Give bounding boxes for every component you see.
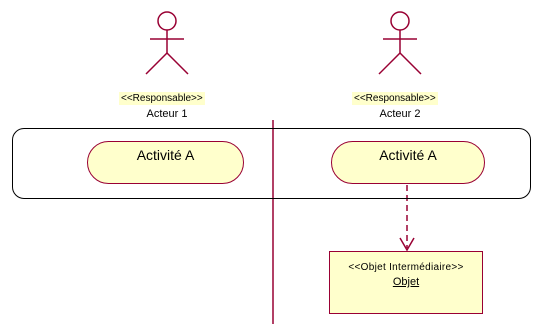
activity-band[interactable]	[12, 128, 531, 199]
actor-2-stereotype: <<Responsable>>	[352, 92, 438, 105]
actor-1-figure[interactable]	[145, 11, 189, 75]
actor-1-name: Acteur 1	[146, 108, 188, 120]
intermediate-object[interactable]: <<Objet Intermédiaire>> Objet	[329, 251, 483, 314]
activity-2[interactable]: Activité A	[331, 141, 485, 184]
actor-1-stereotype: <<Responsable>>	[119, 92, 205, 105]
object-stereotype: <<Objet Intermédiaire>>	[348, 262, 464, 273]
object-flow-arrowhead	[399, 237, 415, 252]
activity-1[interactable]: Activité A	[87, 141, 244, 184]
actor-2-figure[interactable]	[378, 11, 422, 75]
object-name: Objet	[392, 276, 420, 288]
actor-2-name: Acteur 2	[379, 108, 421, 120]
